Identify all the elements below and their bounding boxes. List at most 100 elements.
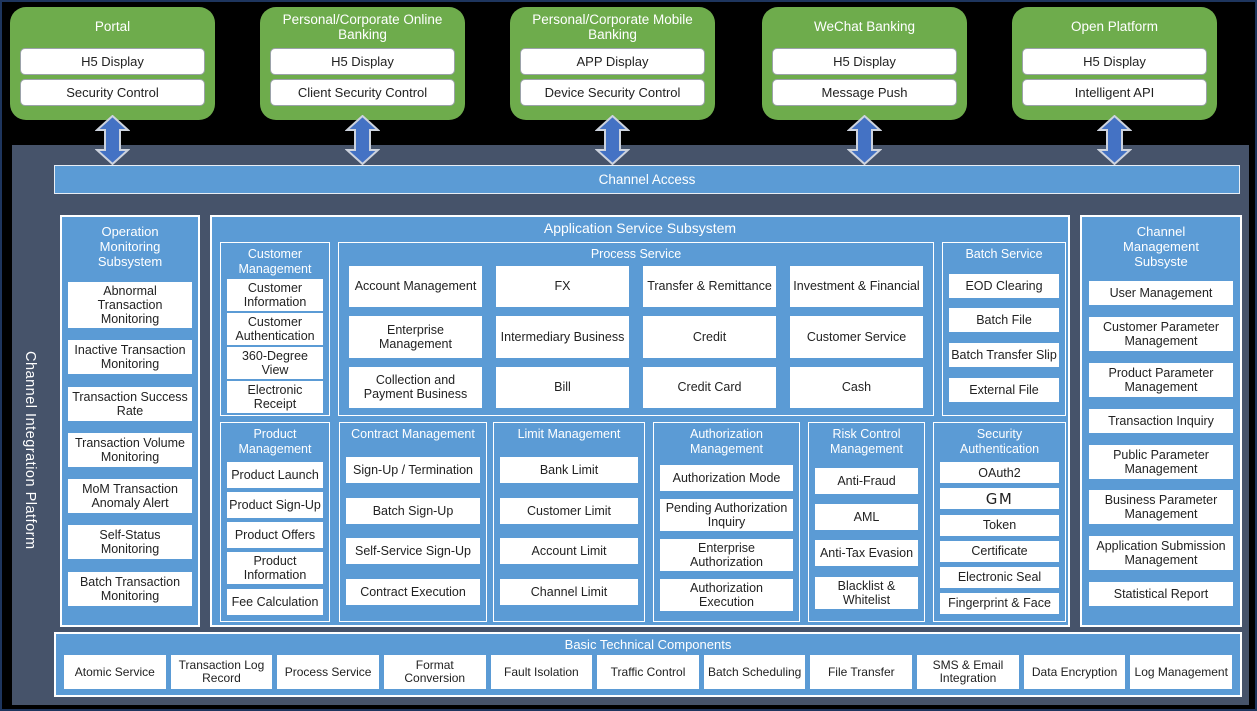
service-item: Electronic Seal (940, 566, 1059, 588)
service-item: Collection and Payment Business (349, 366, 482, 408)
service-item: Credit Card (643, 366, 776, 408)
monitoring-item: Abnormal Transaction Monitoring (68, 281, 192, 328)
component-item: Traffic Control (597, 655, 699, 690)
service-item: External File (949, 378, 1059, 403)
panel-title: Risk Control Management (830, 427, 903, 456)
service-item: Channel Limit (500, 578, 638, 605)
monitoring-item: Transaction Volume Monitoring (68, 432, 192, 467)
panel-title: Customer Management (238, 247, 312, 276)
service-item: Customer Limit (500, 497, 638, 524)
service-item: Intermediary Business (496, 316, 629, 358)
service-item: GM (940, 488, 1059, 510)
service-item: Product Launch (227, 461, 323, 488)
channel-item: Security Control (20, 79, 205, 107)
service-item: Investment & Financial (790, 265, 923, 308)
panel-title: Basic Technical Components (564, 637, 732, 652)
monitoring-item: Inactive Transaction Monitoring (68, 340, 192, 375)
service-item: Electronic Receipt (227, 381, 323, 414)
authorization-management-panel: Authorization Management Authorization M… (653, 422, 800, 622)
management-item: Customer Parameter Management (1089, 317, 1233, 352)
service-item: Bank Limit (500, 457, 638, 484)
management-item: Transaction Inquiry (1089, 408, 1233, 433)
service-item: Authorization Mode (660, 465, 793, 492)
channel-item: Device Security Control (520, 79, 705, 107)
channel-integration-platform: Channel Integration Platform Channel Acc… (12, 145, 1249, 705)
channel-card-online-banking: Personal/Corporate Online Banking H5 Dis… (260, 7, 465, 120)
management-item: Statistical Report (1089, 582, 1233, 607)
service-item: Account Management (349, 265, 482, 308)
service-item: EOD Clearing (949, 273, 1059, 298)
service-item: Anti-Fraud (815, 467, 918, 494)
component-item: Data Encryption (1023, 655, 1126, 690)
channel-card-title: Personal/Corporate Online Banking (282, 11, 443, 42)
management-item: User Management (1089, 281, 1233, 306)
channel-item: APP Display (520, 47, 705, 75)
panel-title: Operation Monitoring Subsystem (97, 224, 163, 270)
management-item: Business Parameter Management (1089, 490, 1233, 525)
panel-title: Contract Management (351, 427, 475, 441)
channel-card-title: Open Platform (1070, 19, 1159, 35)
double-arrow-icon (95, 115, 130, 165)
double-arrow-icon (595, 115, 630, 165)
channel-item: H5 Display (1022, 47, 1207, 75)
channel-card-title: Personal/Corporate Mobile Banking (532, 11, 693, 42)
channel-item: H5 Display (20, 47, 205, 75)
service-item: Batch File (949, 308, 1059, 333)
service-item: Blacklist & Whitelist (815, 576, 918, 609)
service-item: Token (940, 514, 1059, 536)
channel-item: H5 Display (772, 47, 957, 75)
component-item: Fault Isolation (490, 655, 593, 690)
channel-card-title: Portal (94, 19, 131, 35)
channel-access-bar: Channel Access (54, 165, 1240, 194)
service-item: OAuth2 (940, 462, 1059, 484)
service-item: Product Offers (227, 522, 323, 549)
basic-technical-components-panel: Basic Technical Components Atomic Servic… (54, 632, 1242, 697)
component-item: Log Management (1130, 655, 1233, 690)
monitoring-item: Self-Status Monitoring (68, 525, 192, 560)
component-item: Batch Scheduling (703, 655, 806, 690)
channel-item: Message Push (772, 79, 957, 107)
service-item: Credit (643, 316, 776, 358)
operation-monitoring-panel: Operation Monitoring Subsystem Abnormal … (60, 215, 200, 627)
customer-management-panel: Customer Management Customer Information… (220, 242, 330, 416)
service-item: FX (496, 265, 629, 308)
service-item: Customer Information (227, 279, 323, 312)
service-item: Fingerprint & Face (940, 592, 1059, 614)
service-item: 360-Degree View (227, 347, 323, 380)
service-item: Product Information (227, 552, 323, 585)
panel-title: Security Authentication (959, 427, 1040, 456)
service-item: Fee Calculation (227, 588, 323, 615)
component-item: Transaction Log Record (170, 655, 273, 690)
service-item: Contract Execution (346, 578, 480, 605)
double-arrow-icon (847, 115, 882, 165)
service-item: Enterprise Authorization (660, 539, 793, 572)
service-item: Product Sign-Up (227, 491, 323, 518)
component-item: SMS & Email Integration (917, 655, 1019, 690)
panel-title: Limit Management (517, 427, 621, 441)
service-item: Customer Authentication (227, 313, 323, 346)
panel-title: Product Management (238, 427, 312, 456)
channel-management-panel: Channel Management Subsyste User Managem… (1080, 215, 1242, 627)
component-item: File Transfer (810, 655, 913, 690)
panel-title: Batch Service (965, 247, 1043, 261)
panel-title: Application Service Subsystem (543, 220, 737, 236)
management-item: Application Submission Management (1089, 536, 1233, 571)
double-arrow-icon (1097, 115, 1132, 165)
